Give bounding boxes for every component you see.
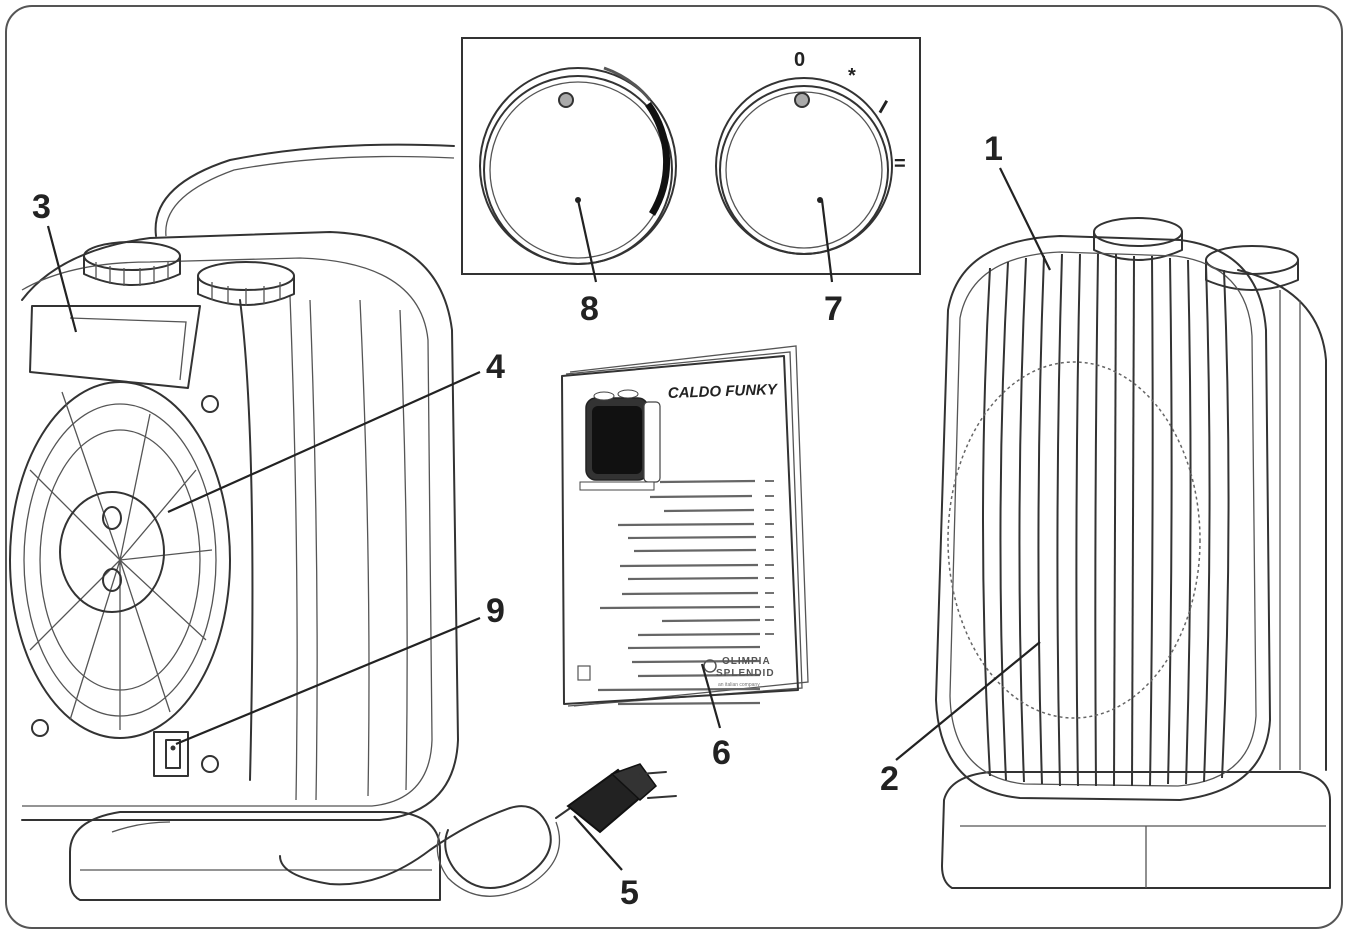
- callout-labels: 1 2 3 4 5 6 7 8 9: [32, 130, 1003, 912]
- rear-knob-left: [83, 241, 181, 286]
- booklet-text-lines: [597, 479, 761, 706]
- instruction-booklet: CALDO FUNKY: [561, 345, 809, 707]
- callout-4: 4: [486, 348, 505, 386]
- callout-6: 6: [712, 734, 731, 772]
- power-cord-top: [154, 143, 455, 237]
- heater-rear-view: [9, 231, 459, 901]
- callout-7: 7: [824, 290, 843, 328]
- control-dial-panel: 0 * I =: [461, 37, 921, 275]
- booklet-heater-image: [579, 389, 661, 491]
- leader-lines: [46, 167, 1051, 871]
- callout-8: 8: [580, 290, 599, 328]
- heater-front-view: [935, 217, 1331, 889]
- callout-5: 5: [620, 874, 639, 912]
- callout-9: 9: [486, 592, 505, 630]
- fan-grille: [9, 381, 231, 739]
- power-switch: [153, 731, 189, 777]
- callout-1: 1: [984, 130, 1003, 168]
- power-cord-and-plug: [279, 763, 677, 897]
- front-grille: [982, 253, 1230, 787]
- dial-mark-frost: *: [848, 65, 856, 87]
- front-fan-outline: [947, 361, 1201, 719]
- booklet-brand-sub: an italian company: [718, 682, 760, 688]
- callout-3: 3: [32, 188, 51, 226]
- mode-dial: 0 * I =: [715, 49, 906, 255]
- rear-knob-right: [197, 261, 295, 306]
- booklet-brand-line2: SPLENDID: [716, 668, 775, 679]
- carry-handle: [29, 305, 201, 389]
- booklet-book-icon: [577, 665, 591, 681]
- dial-mark-off: 0: [794, 49, 805, 71]
- thermostat-dial: [479, 66, 677, 265]
- booklet-brand-line1: OLIMPIA: [722, 656, 771, 667]
- callout-2: 2: [880, 760, 899, 798]
- dial-mark-level2: =: [894, 153, 906, 175]
- diagram-frame: [5, 5, 1343, 929]
- booklet-title: CALDO FUNKY: [668, 381, 780, 402]
